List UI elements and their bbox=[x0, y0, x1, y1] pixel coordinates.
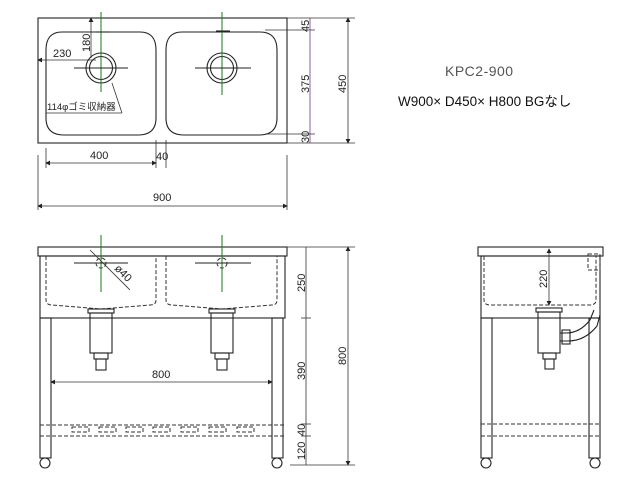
wheel bbox=[39, 457, 51, 469]
dim-drain-y: 180 bbox=[81, 34, 93, 52]
dim-shelf: 40 bbox=[296, 424, 308, 436]
dim-width: 900 bbox=[153, 192, 171, 204]
dim-middle: 390 bbox=[296, 362, 308, 380]
right-bowl bbox=[165, 31, 278, 136]
dim-drain-x: 230 bbox=[53, 48, 71, 60]
dim-depth: 450 bbox=[337, 75, 349, 93]
dim-leg-span: 800 bbox=[152, 369, 170, 381]
dim-bowl-width: 400 bbox=[90, 150, 108, 162]
wheel bbox=[589, 457, 601, 469]
dim-front: 30 bbox=[300, 131, 312, 143]
wheel bbox=[271, 457, 283, 469]
dim-bowl-depth: 375 bbox=[300, 75, 312, 93]
dim-bowl: 250 bbox=[296, 274, 308, 292]
dim-gap: 40 bbox=[156, 151, 168, 163]
top-view: 180 230 114φゴミ収納器 400 40 900 45 375 30 4… bbox=[37, 12, 355, 210]
drain-label: 114φゴミ収納器 bbox=[47, 101, 116, 113]
dim-side-bowl-depth: 220 bbox=[538, 270, 550, 288]
wheel bbox=[480, 457, 492, 469]
dim-bottom: 120 bbox=[296, 442, 308, 460]
side-view: 220 bbox=[477, 246, 604, 469]
model-number: KPC2-900 bbox=[445, 63, 514, 79]
front-view: ø40 800 250 390 40 120 800 bbox=[37, 235, 355, 469]
dim-height: 800 bbox=[337, 347, 349, 365]
dim-faucet-hole: ø40 bbox=[112, 263, 134, 285]
spec-line: W900× D450× H800 BGなし bbox=[398, 94, 572, 109]
left-bowl bbox=[45, 31, 157, 136]
dim-back: 45 bbox=[300, 20, 312, 32]
